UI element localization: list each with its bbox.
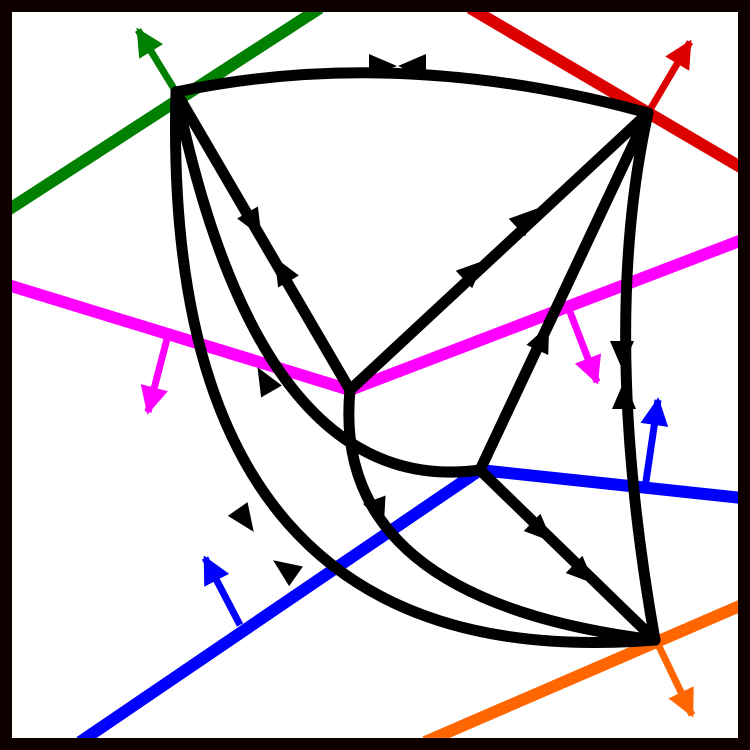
arrowhead-center-tr-1	[455, 260, 485, 289]
arrowhead-right-up	[612, 381, 636, 409]
edge-top-arc	[170, 67, 654, 119]
edge-mid-to-br	[474, 464, 661, 646]
arrowhead-right-down	[610, 341, 634, 369]
arrowhead-top-right	[369, 54, 397, 78]
red-line	[466, 2, 746, 174]
green-line	[4, 2, 324, 216]
magenta-normal-arrow-left	[140, 334, 172, 415]
graph-edges	[169, 67, 661, 649]
edge-right-side	[620, 107, 661, 646]
blue-lower-normal-arrow	[201, 555, 244, 627]
edge-center-to-br	[343, 384, 661, 646]
arrowhead-mid-tr	[526, 324, 550, 356]
arrowhead-left-outer-up	[273, 560, 303, 587]
arrowhead-left-outer-down	[227, 502, 254, 532]
graph-arrowheads	[227, 54, 636, 587]
arrowhead-tl-center-up	[274, 257, 299, 288]
arrowhead-center-br	[362, 495, 386, 526]
arrowhead-top-left	[398, 54, 426, 78]
orange-line	[422, 599, 745, 748]
edge-tl-curve-to-mid	[170, 86, 486, 478]
arrowhead-tl-curve	[257, 367, 282, 398]
arrowhead-tl-center-down	[237, 206, 262, 237]
edge-tl-to-center	[170, 86, 356, 396]
edge-mid-to-tr	[474, 107, 654, 476]
orange-normal-arrow	[651, 636, 696, 718]
blue-upper-normal-arrow	[640, 397, 669, 489]
edge-center-to-tr	[344, 107, 654, 396]
arrowhead-mid-br-1	[523, 513, 553, 542]
arrowhead-mid-br-2	[565, 555, 595, 584]
arrowhead-center-tr-2	[508, 208, 538, 237]
magenta-normal-arrow-right	[566, 310, 601, 385]
blue-lower-line	[76, 465, 484, 747]
blue-upper-line	[479, 464, 743, 504]
red-normal-arrow	[644, 39, 694, 115]
green-normal-arrow	[135, 27, 179, 94]
edge-left-outer	[169, 86, 661, 649]
